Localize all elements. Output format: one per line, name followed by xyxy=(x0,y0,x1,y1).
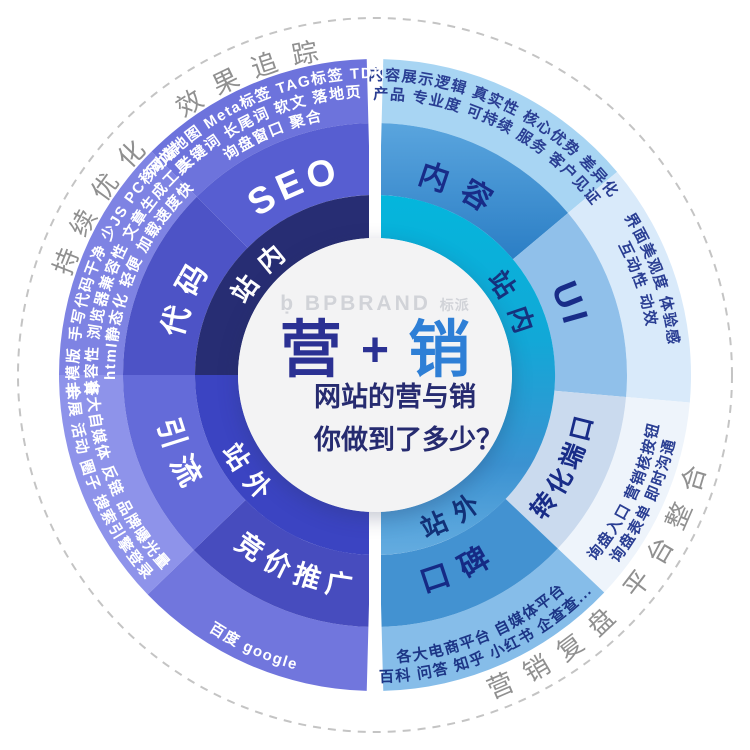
segment-ui-label-band xyxy=(512,213,627,397)
center-subtitle: 网站的营与销 你做到了多少？ xyxy=(314,376,503,462)
segment-reputation-outer-band xyxy=(381,548,605,691)
segment-code-outer-band xyxy=(59,151,197,375)
segment-conversion-outer-band xyxy=(557,396,690,593)
dashed-outer-circle xyxy=(17,17,733,733)
segment-traffic-label-band xyxy=(123,375,246,551)
center-title: 营 + 销 xyxy=(238,318,512,389)
segment-code-label-band xyxy=(123,196,248,375)
center-title-right: 销 xyxy=(408,316,471,385)
divider-bottom xyxy=(369,506,381,700)
segment-reputation-label-band xyxy=(379,498,558,627)
inner-left-top-ring xyxy=(195,195,372,375)
brand-logo: ḅ BPBRAND 标派 xyxy=(238,292,512,316)
segment-bidding-label-band xyxy=(193,500,371,627)
segment-traffic-outer-band xyxy=(59,375,194,595)
segment-conversion-label-band xyxy=(505,390,627,549)
center-title-plus: + xyxy=(360,324,390,377)
inner-left-bottom-ring xyxy=(195,375,372,555)
segment-seo-label-band xyxy=(196,123,371,248)
segment-content-outer-band xyxy=(381,59,618,214)
brand-logo-name: BPBRAND xyxy=(304,292,431,315)
center-subtitle-line1: 网站的营与销 xyxy=(314,382,476,412)
brand-logo-mark: ḅ xyxy=(280,292,297,315)
segment-bidding-outer-band xyxy=(147,550,369,691)
center-circle: ḅ BPBRAND 标派 营 + 销 网站的营与销 你做到了多少？ xyxy=(238,238,512,512)
segment-ui-outer-band xyxy=(568,171,692,403)
brand-logo-suffix: 标派 xyxy=(439,297,470,313)
segment-content-label-band xyxy=(379,123,569,260)
inner-right-ring xyxy=(378,195,556,555)
divider-top xyxy=(369,52,381,244)
center-subtitle-line2: 你做到了多少？ xyxy=(314,425,503,455)
center-title-left: 营 xyxy=(279,316,342,385)
segment-seo-outer-band xyxy=(151,59,369,197)
